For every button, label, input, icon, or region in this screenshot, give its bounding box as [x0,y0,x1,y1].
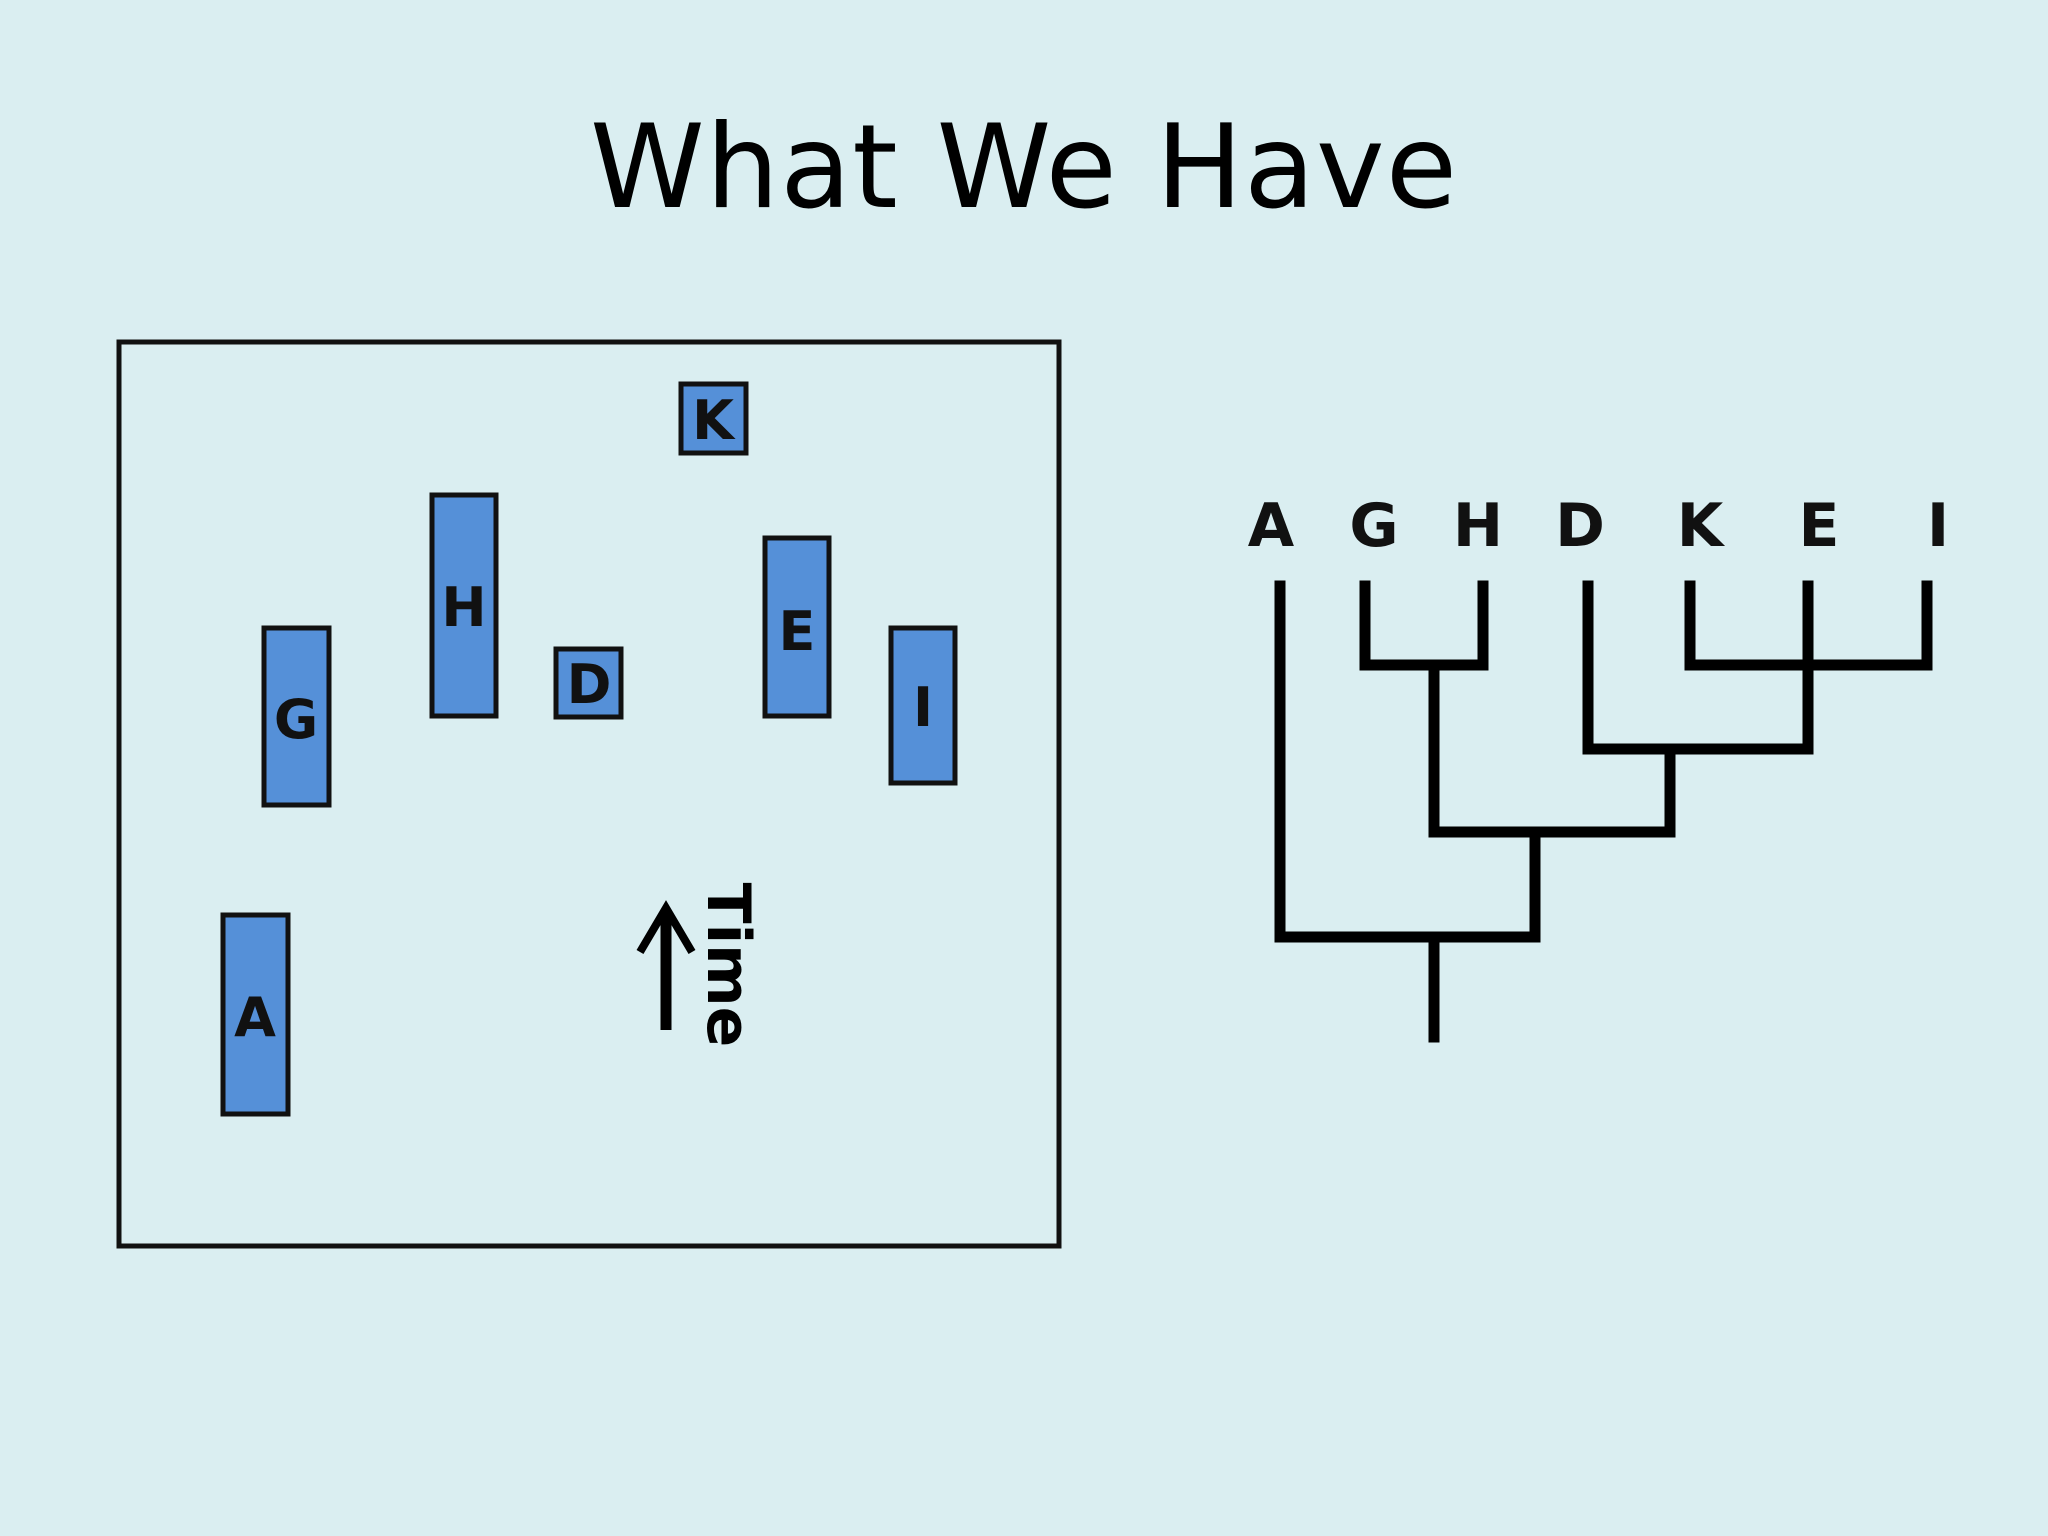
time-axis-label: Time [693,883,763,1048]
fossil-range-h: H [429,492,499,719]
time-arrow [636,900,696,1030]
fossil-range-label: E [779,600,816,663]
fossil-range-i: I [888,625,958,786]
fossil-range-k: K [678,381,749,456]
fossil-range-label: I [913,676,933,739]
fossil-range-d: D [553,646,624,720]
slide-title: What We Have [589,100,1459,235]
cladogram-tip-label: G [1349,491,1398,561]
fossil-range-g: G [261,625,332,808]
fossil-range-label: H [441,576,486,639]
fossil-range-a: A [220,912,291,1117]
cladogram-tip-label: I [1927,491,1949,561]
fossil-range-label: D [567,653,612,716]
fossil-range-label: K [692,389,736,452]
cladogram-tip-label: E [1799,491,1840,561]
cladogram-branches [1274,580,1933,1043]
cladogram-tip-label: A [1248,491,1295,561]
cladogram-tip-label: H [1453,491,1503,561]
fossil-range-label: A [234,986,276,1049]
fossil-range-e: E [762,535,832,719]
stratigraphy-frame [116,339,1062,1249]
cladogram-tip-label: K [1677,491,1726,561]
cladogram-tip-label: D [1555,491,1605,561]
fossil-range-label: G [274,688,318,751]
